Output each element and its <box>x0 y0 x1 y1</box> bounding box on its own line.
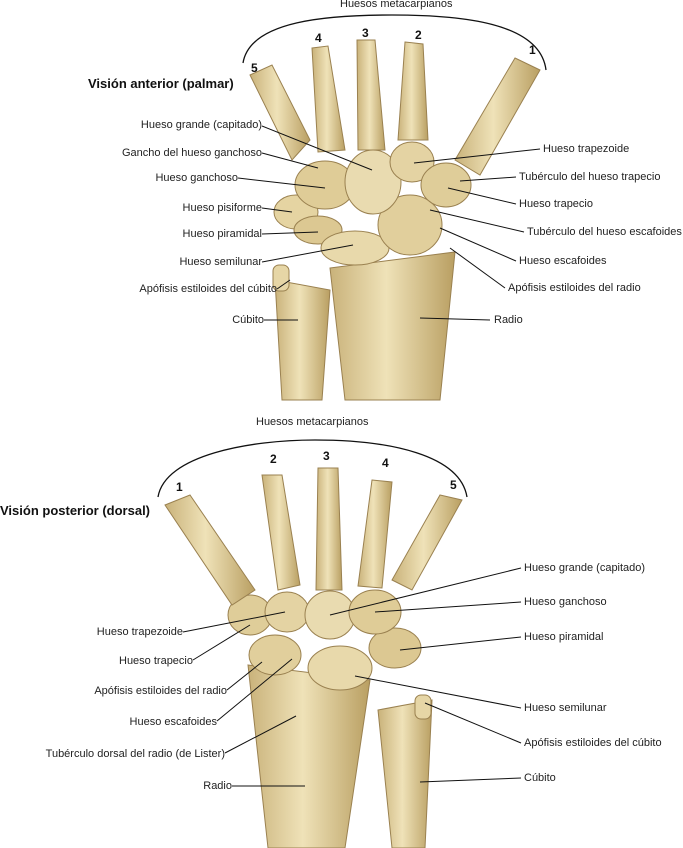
anterior-scaphoid <box>377 194 443 256</box>
anterior-metacarpal-3 <box>356 39 386 151</box>
label-capitate-posterior: Hueso grande (capitado) <box>524 562 646 574</box>
posterior-number-2: 2 <box>270 452 277 466</box>
posterior-scaphoid <box>248 634 302 676</box>
anterior-trapezoid <box>389 141 435 183</box>
label-ulna-anterior: Cúbito <box>232 314 264 326</box>
anterior-trapezium <box>420 162 472 208</box>
posterior-metacarpal-4 <box>357 479 393 589</box>
label-trapezium-anterior: Hueso trapecio <box>519 198 593 210</box>
anterior-metacarpal-4 <box>311 45 346 153</box>
posterior-metacarpal-1 <box>164 494 256 606</box>
label-ulnar-styloid-posterior: Apófisis estiloides del cúbito <box>524 737 662 749</box>
anterior-leader-lines <box>237 125 541 321</box>
label-triquetrum-anterior: Hueso piramidal <box>182 228 262 240</box>
label-trapezium-posterior: Hueso trapecio <box>119 655 193 667</box>
posterior-ulnar-styloid <box>414 694 432 720</box>
posterior-leader-lines <box>182 567 522 787</box>
posterior-ulna-bone <box>377 699 433 848</box>
anterior-metacarpal-2 <box>397 41 429 141</box>
posterior-lunate <box>307 645 373 691</box>
label-trapezium-tubercle-anterior: Tubérculo del hueso trapecio <box>519 171 661 183</box>
label-triquetrum-posterior: Hueso piramidal <box>524 631 604 643</box>
label-capitate-anterior: Hueso grande (capitado) <box>140 119 262 131</box>
posterior-metacarpal-2 <box>261 474 301 591</box>
anterior-metacarpal-brace <box>242 14 547 71</box>
anterior-group-label: Huesos metacarpianos <box>340 0 453 10</box>
label-ulnar-styloid-anterior: Apófisis estiloides del cúbito <box>139 283 277 295</box>
posterior-trapezoid <box>264 591 310 633</box>
anterior-ulna-bone <box>274 279 331 401</box>
anterior-number-2: 2 <box>415 28 422 42</box>
posterior-radius-bone <box>247 664 371 848</box>
posterior-number-5: 5 <box>450 478 457 492</box>
label-hamate-anterior: Hueso ganchoso <box>155 172 238 184</box>
anterior-title: Visión anterior (palmar) <box>88 76 234 91</box>
anterior-metacarpal-1 <box>454 57 541 176</box>
label-scaphoid-posterior: Hueso escafoides <box>129 716 217 728</box>
anterior-number-3: 3 <box>362 26 369 40</box>
anterior-ulnar-styloid <box>272 264 290 292</box>
posterior-metacarpal-3 <box>315 467 343 591</box>
anterior-number-4: 4 <box>315 31 322 45</box>
posterior-number-3: 3 <box>323 449 330 463</box>
label-hamate-posterior: Hueso ganchoso <box>524 596 607 608</box>
anterior-number-1: 1 <box>529 43 536 57</box>
posterior-number-4: 4 <box>382 456 389 470</box>
anterior-radius-bone <box>329 251 456 401</box>
posterior-metacarpal-brace <box>157 439 468 498</box>
label-lunate-anterior: Hueso semilunar <box>179 256 262 268</box>
label-scaphoid-tubercle-anterior: Tubérculo del hueso escafoides <box>527 226 682 238</box>
label-lunate-posterior: Hueso semilunar <box>524 702 607 714</box>
label-trapezoid-anterior: Hueso trapezoide <box>543 143 630 155</box>
label-lister-tubercle-posterior: Tubérculo dorsal del radio (de Lister) <box>45 748 225 760</box>
label-radial-styloid-anterior: Apófisis estiloides del radio <box>508 282 641 294</box>
anterior-lunate <box>320 230 390 266</box>
posterior-group-label: Huesos metacarpianos <box>256 416 369 428</box>
posterior-number-1: 1 <box>176 480 183 494</box>
posterior-metacarpal-5 <box>391 494 463 591</box>
label-scaphoid-anterior: Hueso escafoides <box>519 255 607 267</box>
label-hamate-hook-anterior: Gancho del hueso ganchoso <box>121 147 262 159</box>
anterior-metacarpal-5 <box>249 64 311 161</box>
label-ulna-posterior: Cúbito <box>524 772 556 784</box>
posterior-title: Visión posterior (dorsal) <box>0 503 151 518</box>
label-pisiform-anterior: Hueso pisiforme <box>182 202 262 214</box>
anterior-hand <box>242 14 547 401</box>
label-radius-posterior: Radio <box>203 780 232 792</box>
label-radial-styloid-posterior: Apófisis estiloides del radio <box>94 685 227 697</box>
label-trapezoid-posterior: Hueso trapezoide <box>96 626 183 638</box>
label-radius-anterior: Radio <box>494 314 523 326</box>
anterior-number-5: 5 <box>251 61 258 75</box>
